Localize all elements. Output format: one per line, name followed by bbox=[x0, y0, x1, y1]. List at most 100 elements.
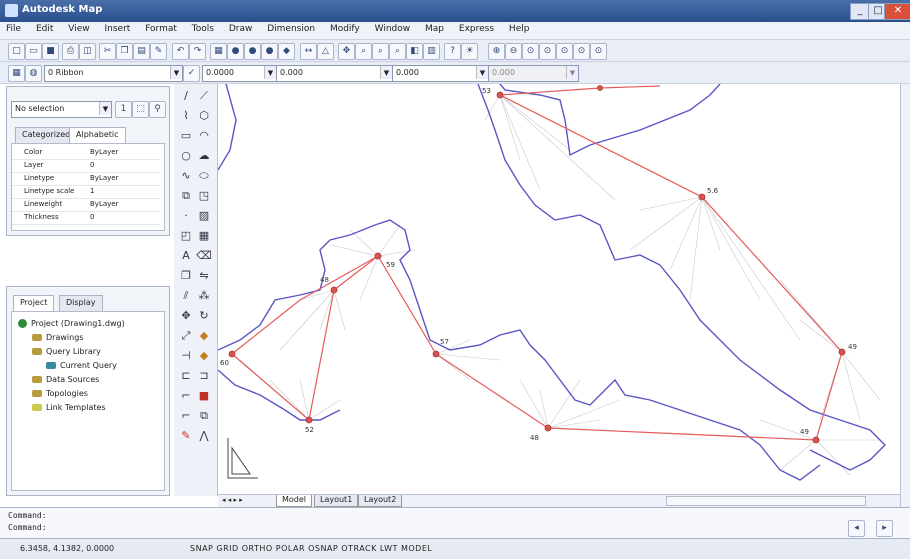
layer-combo[interactable]: 0 Ribbon ▼ bbox=[44, 65, 183, 82]
paste-icon[interactable]: ▤ bbox=[133, 43, 150, 60]
copy-icon[interactable]: ❐ bbox=[116, 43, 133, 60]
area-icon[interactable]: △ bbox=[317, 43, 334, 60]
sketch-icon[interactable]: ⋀ bbox=[199, 429, 209, 442]
arc-icon[interactable]: ◠ bbox=[199, 129, 209, 142]
cut-icon[interactable]: ✂ bbox=[99, 43, 116, 60]
zoom-all-icon[interactable]: ⊙ bbox=[522, 43, 539, 60]
circle-icon[interactable]: ○ bbox=[181, 149, 191, 162]
linetype-combo[interactable]: 0.000 ▼ bbox=[276, 65, 393, 82]
scale-icon[interactable]: ⤢ bbox=[181, 329, 191, 342]
ellipse-icon[interactable]: ⬭ bbox=[199, 169, 209, 182]
layer-manager-icon[interactable]: ▦ bbox=[210, 43, 227, 60]
menu-help[interactable]: Help bbox=[508, 24, 530, 34]
node-marker[interactable] bbox=[544, 424, 552, 432]
selection-combo[interactable]: No selection ▼ bbox=[11, 101, 112, 118]
zoom-scale-icon[interactable]: ⊙ bbox=[556, 43, 573, 60]
menu-draw[interactable]: Draw bbox=[228, 24, 253, 34]
trim-icon[interactable]: ⊣ bbox=[181, 349, 191, 362]
mirror-icon[interactable]: ⇋ bbox=[199, 269, 209, 282]
help-icon[interactable]: ? bbox=[444, 43, 461, 60]
named-views-icon[interactable]: ● bbox=[244, 43, 261, 60]
command-window[interactable]: Command: Command: ◂ ▸ bbox=[0, 507, 910, 538]
layer-properties-icon[interactable]: ▦ bbox=[8, 65, 25, 82]
node-marker[interactable] bbox=[812, 436, 820, 444]
menu-window[interactable]: Window bbox=[374, 24, 411, 34]
explode-icon[interactable]: ⌐ bbox=[181, 409, 191, 422]
menu-express[interactable]: Express bbox=[458, 24, 495, 34]
line-icon[interactable]: ∕ bbox=[184, 89, 188, 102]
tool-palettes-icon[interactable]: ▥ bbox=[423, 43, 440, 60]
zoom-out-icon[interactable]: ⊖ bbox=[505, 43, 522, 60]
node-marker[interactable] bbox=[496, 91, 504, 99]
spline-icon[interactable]: ∿ bbox=[181, 169, 191, 182]
edit-polyline-icon[interactable]: ⧉ bbox=[200, 409, 208, 422]
zoom-object-icon[interactable]: ⊙ bbox=[590, 43, 607, 60]
open-icon[interactable]: ▭ bbox=[25, 43, 42, 60]
quick-select-icon[interactable]: ⚲ bbox=[149, 101, 166, 118]
new-icon[interactable]: □ bbox=[8, 43, 25, 60]
tab-display[interactable]: Display bbox=[59, 295, 103, 315]
tree-item[interactable]: Link Templates bbox=[32, 402, 106, 414]
tree-item[interactable]: Data Sources bbox=[32, 374, 99, 386]
node-marker[interactable] bbox=[698, 193, 706, 201]
plotstyle-combo[interactable]: 0.000 ▼ bbox=[488, 65, 579, 82]
render-icon[interactable]: ● bbox=[261, 43, 278, 60]
tab-model[interactable]: Model bbox=[276, 495, 313, 507]
tab-layout1[interactable]: Layout1 bbox=[314, 495, 359, 507]
node-marker[interactable] bbox=[838, 348, 846, 356]
ucs-icon[interactable]: ● bbox=[227, 43, 244, 60]
tab-layout2[interactable]: Layout2 bbox=[358, 495, 403, 507]
move-icon[interactable]: ✥ bbox=[181, 309, 191, 322]
zoom-window-icon[interactable]: ⌕ bbox=[372, 43, 389, 60]
menu-tools[interactable]: Tools bbox=[191, 24, 214, 34]
horizontal-scrollbar[interactable] bbox=[666, 496, 866, 506]
close-button[interactable]: ✕ bbox=[884, 3, 910, 20]
offset-icon[interactable]: ⫽ bbox=[183, 289, 189, 302]
menu-format[interactable]: Format bbox=[145, 24, 177, 34]
shade-icon[interactable]: ◆ bbox=[278, 43, 295, 60]
vertical-scrollbar[interactable] bbox=[900, 84, 910, 507]
node-marker[interactable] bbox=[305, 416, 313, 424]
toggle-pickadd-icon[interactable]: 1 bbox=[115, 101, 132, 118]
extend-icon[interactable]: ◆ bbox=[199, 349, 209, 362]
menu-dimension[interactable]: Dimension bbox=[267, 24, 316, 34]
color-combo[interactable]: 0.0000 ▼ bbox=[202, 65, 277, 82]
undo-icon[interactable]: ↶ bbox=[172, 43, 189, 60]
revcloud-icon[interactable]: ☁ bbox=[198, 149, 210, 162]
command-prompt[interactable]: Command: bbox=[8, 523, 47, 532]
region-icon[interactable]: ◰ bbox=[180, 229, 192, 242]
table-icon[interactable]: ▦ bbox=[198, 229, 210, 242]
select-objects-icon[interactable]: ⬚ bbox=[132, 101, 149, 118]
tree-item[interactable]: Project (Drawing1.dwg) bbox=[18, 318, 125, 330]
construction-line-icon[interactable]: ⟋ bbox=[200, 89, 208, 102]
rectangle-icon[interactable]: ▭ bbox=[180, 129, 192, 142]
pencil-icon[interactable]: ✎ bbox=[181, 429, 191, 442]
zoom-extents-icon[interactable]: ⊙ bbox=[539, 43, 556, 60]
drafting-mode-buttons[interactable]: SNAP GRID ORTHO POLAR OSNAP OTRACK LWT M… bbox=[190, 544, 433, 553]
array-icon[interactable]: ⁂ bbox=[198, 289, 210, 302]
tree-item[interactable]: Topologies bbox=[32, 388, 88, 400]
tab-alphabetic[interactable]: Alphabetic bbox=[69, 127, 126, 147]
insert-block-icon[interactable]: ⧉ bbox=[182, 189, 190, 202]
minimize-button[interactable]: _ bbox=[850, 3, 870, 20]
tab-project[interactable]: Project bbox=[13, 295, 55, 315]
menu-map[interactable]: Map bbox=[425, 24, 445, 34]
print-icon[interactable]: ⎙ bbox=[62, 43, 79, 60]
join-icon[interactable]: ⊐ bbox=[199, 369, 209, 382]
node-marker[interactable] bbox=[597, 85, 603, 91]
drawing-canvas[interactable]: 53 5.6 49 49 48 57 59 48 52 60 47 bbox=[218, 84, 900, 494]
layer-state-icon[interactable]: ◍ bbox=[25, 65, 42, 82]
design-center-icon[interactable]: ◧ bbox=[406, 43, 423, 60]
tree-item[interactable]: Query Library bbox=[32, 346, 101, 358]
node-marker[interactable] bbox=[432, 350, 440, 358]
match-properties-icon[interactable]: ✎ bbox=[150, 43, 167, 60]
point-icon[interactable]: · bbox=[184, 209, 188, 222]
scroll-right-icon[interactable]: ▸ bbox=[876, 520, 893, 537]
rotate-icon[interactable]: ↻ bbox=[199, 309, 209, 322]
redo-icon[interactable]: ↷ bbox=[189, 43, 206, 60]
